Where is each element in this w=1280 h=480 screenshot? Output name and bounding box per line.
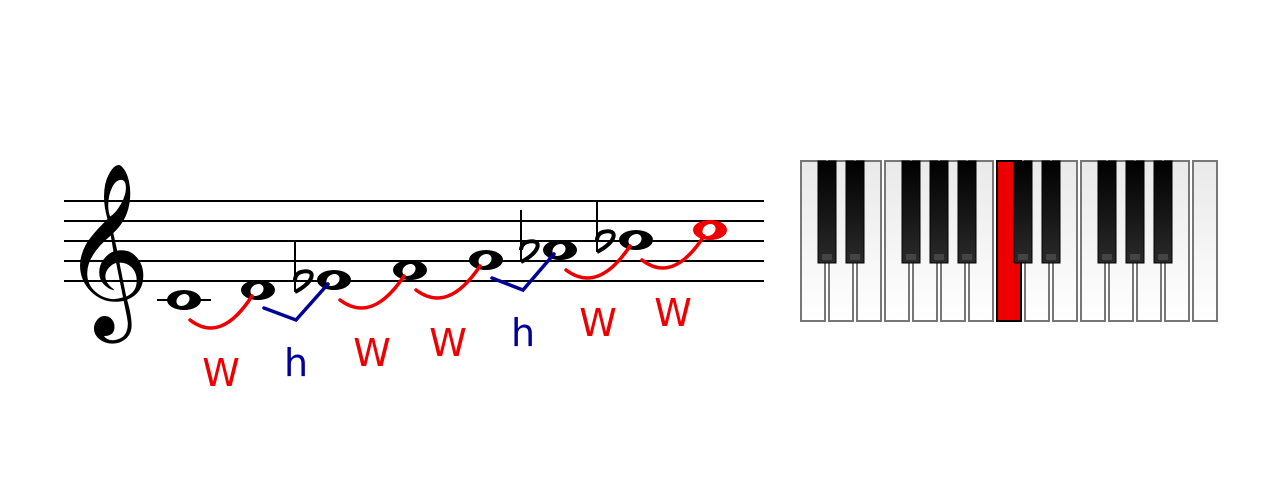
whole-step-marker [564, 244, 632, 280]
whole-step-label: W [353, 331, 391, 375]
flat-sign-icon [519, 210, 540, 264]
black-key[interactable] [845, 160, 865, 264]
black-key[interactable] [1153, 160, 1173, 264]
flat-sign-icon [595, 200, 616, 254]
black-key[interactable] [1041, 160, 1061, 264]
staff-lines [64, 200, 764, 282]
whole-note-icon [241, 280, 275, 300]
half-step-marker [490, 252, 556, 293]
black-key[interactable] [817, 160, 837, 264]
black-key[interactable] [1013, 160, 1033, 264]
whole-step-marker [640, 234, 706, 270]
whole-note-icon [469, 250, 503, 270]
whole-note-icon [157, 290, 211, 310]
flat-sign-icon [293, 240, 314, 294]
whole-step-label: W [654, 291, 692, 335]
black-key[interactable] [1097, 160, 1117, 264]
half-step-marker [262, 282, 330, 323]
black-key[interactable] [957, 160, 977, 264]
black-key[interactable] [1125, 160, 1145, 264]
half-step-label: h [284, 341, 308, 385]
black-key[interactable] [929, 160, 949, 264]
piano-keyboard[interactable] [800, 160, 1218, 322]
treble-clef-icon: 𝄞 [62, 162, 151, 344]
black-key[interactable] [901, 160, 921, 264]
whole-step-label: W [202, 351, 240, 395]
half-step-label: h [511, 311, 535, 355]
whole-step-label: W [429, 321, 467, 365]
scale-notes [157, 200, 727, 310]
whole-note-icon [543, 240, 577, 260]
interval-markers [188, 234, 706, 330]
whole-step-label: W [579, 301, 617, 345]
whole-step-marker [414, 264, 482, 300]
whole-note-icon [317, 270, 351, 290]
whole-step-marker [188, 294, 254, 330]
whole-note-icon [619, 230, 653, 250]
whole-step-marker [338, 274, 406, 310]
whole-note-icon [693, 220, 727, 240]
white-key[interactable] [1192, 160, 1218, 322]
whole-note-icon [393, 260, 427, 280]
